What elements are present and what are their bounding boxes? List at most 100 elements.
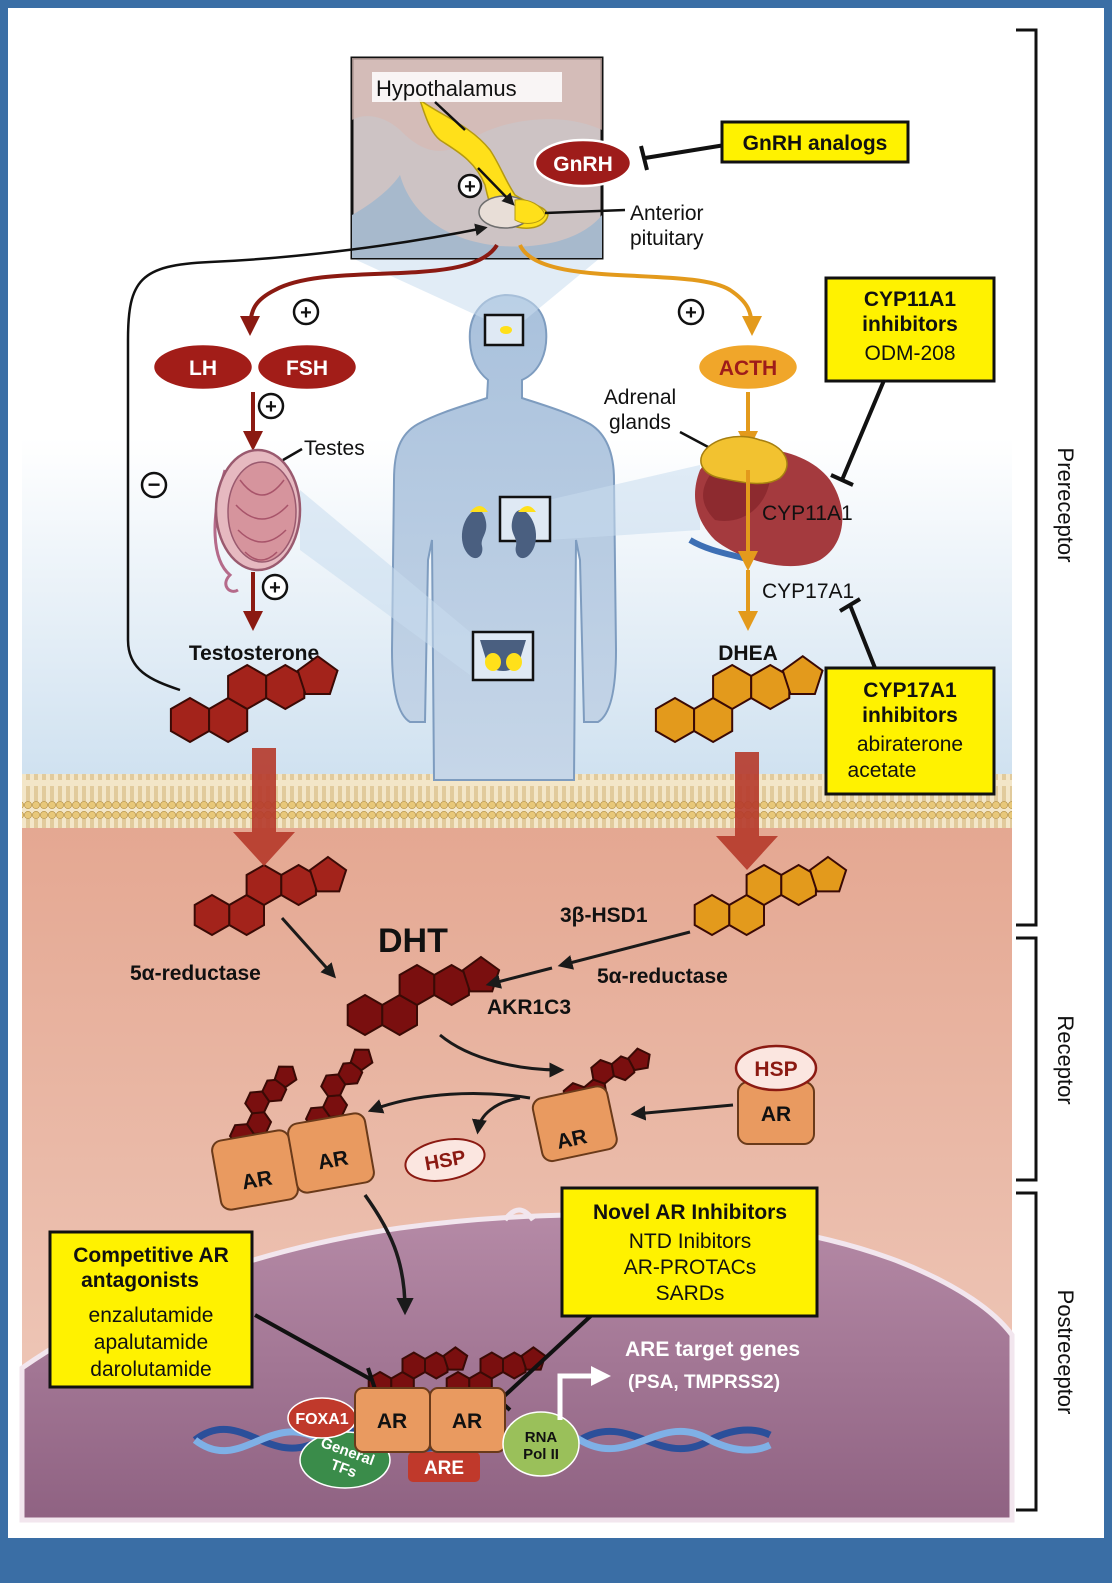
novel-item-3: SARDs <box>656 1282 725 1305</box>
dht-label: DHT <box>378 922 448 960</box>
pituitary-dot-icon <box>500 326 512 334</box>
nuclear-right-dht-molecule-ring-4 <box>502 1351 527 1380</box>
competitive-box-title-2: antagonists <box>81 1269 199 1292</box>
ar-nuclear-right-block <box>429 1387 506 1453</box>
dimer-to-nucleus-arrow <box>363 1193 414 1316</box>
adrenal-left-icon <box>470 506 488 512</box>
testosterone-intracellular-molecule-ring-4 <box>280 863 317 907</box>
gnrh-to-pituitary-arrow <box>477 167 515 206</box>
gnrh-analogs-inhibitor-line <box>639 143 726 171</box>
dht-molecule-ring-3 <box>398 963 436 1007</box>
dimer-right-dht-molecule-ring-4 <box>337 1061 364 1086</box>
dimer-left-dht-molecule-ring-5 <box>273 1065 298 1089</box>
acth-oval <box>696 342 800 392</box>
adrenal-right-icon <box>518 506 536 512</box>
anterior-pituitary-label-1: Anterior <box>630 202 704 225</box>
cyp17a1-box-title-1: CYP17A1 <box>863 679 957 702</box>
testosterone-intracellular-molecule <box>193 855 348 937</box>
fsh-oval <box>255 342 359 392</box>
dht-to-ar-arrow <box>439 1033 565 1078</box>
novel-item-2: AR-PROTACs <box>624 1256 757 1279</box>
cyp17a1-box-drug-1: abiraterone <box>857 733 963 756</box>
dhea-intracellular-molecule <box>693 855 848 937</box>
testosterone-to-dht-arrow <box>280 916 337 979</box>
dhea-intracellular-molecule-ring-3 <box>745 863 783 907</box>
cyp17a1-enzyme-label: CYP17A1 <box>762 580 854 603</box>
testosterone-intracellular-molecule-ring-1 <box>193 893 231 937</box>
competitive-drug-1: enzalutamide <box>89 1304 214 1327</box>
hsp-cap-label: HSP <box>754 1058 797 1081</box>
pituitary-to-lh-arrow <box>240 243 499 336</box>
testosterone-intracellular-molecule-ring-3 <box>245 863 283 907</box>
hypothalamus-leader <box>434 101 466 131</box>
dhea-molecule-ring-3 <box>712 663 753 711</box>
cyp17a1-box-title-2: inhibitors <box>862 704 958 727</box>
cyp11a1-box-title-2: inhibitors <box>862 313 958 336</box>
ar-nuclear-left-label: AR <box>377 1410 407 1433</box>
nuclear-left-dht-molecule-ring-4 <box>424 1351 449 1380</box>
dhea-label: DHEA <box>718 642 778 665</box>
receptor-bracket <box>1016 936 1038 1182</box>
rna-pol-label-2: Pol II <box>523 1446 559 1463</box>
kidney-left-icon <box>461 510 487 559</box>
ar-bound-dht-molecule-ring-4 <box>610 1055 636 1082</box>
cyp17a1-inhibitors-box <box>824 666 996 796</box>
lh-label: LH <box>189 357 217 380</box>
adrenal-label-2: glands <box>609 411 671 434</box>
ar-to-dimer-arrow <box>367 1092 531 1114</box>
ar-dimer-left-label: AR <box>240 1167 274 1195</box>
competitive-antagonists-box <box>48 1230 254 1389</box>
testes-plus-text: + <box>265 396 277 418</box>
gnrh-oval <box>533 138 633 188</box>
acth-plus-text: + <box>685 302 697 324</box>
hsp-free-oval <box>404 1138 486 1182</box>
lh-oval <box>151 342 255 392</box>
minus-text: − <box>148 472 161 497</box>
dhea-molecule-ring-1 <box>654 696 696 744</box>
cyp11a1-box-drug: ODM-208 <box>864 342 955 365</box>
acth-plus-sign <box>677 298 705 326</box>
prereceptor-label: Prereceptor <box>1053 448 1078 563</box>
brain-plus-text: + <box>464 176 476 198</box>
dhea-molecule <box>654 654 824 744</box>
testosterone-molecule-ring-1 <box>169 696 211 744</box>
acth-label: ACTH <box>719 357 777 380</box>
are-element <box>408 1452 480 1482</box>
cyp11a1-box-title-1: CYP11A1 <box>864 288 957 311</box>
cyp11a1-enzyme-label: CYP11A1 <box>762 502 853 525</box>
pituitary-leader <box>544 208 626 215</box>
hsp-cap <box>734 1044 818 1092</box>
nuclear-left-dht-molecule-ring-5 <box>442 1346 469 1371</box>
cyp17a1-box-drug-2: acetate <box>848 759 917 782</box>
fsh-label: FSH <box>286 357 328 380</box>
novel-ar-inhibitors-box <box>560 1186 819 1318</box>
lh-plus-sign <box>292 298 320 326</box>
hypothalamus-label: Hypothalamus <box>376 76 517 101</box>
ar-hsp-bound-label: AR <box>761 1103 791 1126</box>
nuclear-left-dht-molecule-ring-3 <box>401 1351 426 1380</box>
testis-left-dot-icon <box>485 653 501 671</box>
rna-pol-ii-blob <box>502 1411 580 1477</box>
adrenal-gland-illustration <box>688 435 843 567</box>
dhea-intracellular-molecule-ring-5 <box>808 855 848 893</box>
novel-item-1: NTD Inibitors <box>629 1230 752 1253</box>
testosterone-plus-text: + <box>269 577 281 599</box>
minus-sign <box>140 471 168 499</box>
foxa1-label: FOXA1 <box>295 1411 348 1428</box>
testes-plus-sign <box>257 392 285 420</box>
gnrh-analogs-label: GnRH analogs <box>743 132 888 155</box>
adrenal-leader <box>679 430 711 450</box>
testes-leader <box>282 447 303 462</box>
testosterone-membrane-arrow <box>233 748 295 866</box>
dhea-molecule-ring-4 <box>750 663 791 711</box>
dhea-membrane-arrow <box>716 752 778 870</box>
hsp-release-to-ar-arrow <box>630 1103 734 1121</box>
dhea-molecule-ring-5 <box>781 654 824 695</box>
three-beta-hsd1-label: 3β-HSD1 <box>560 904 648 927</box>
postreceptor-bracket <box>1016 1191 1038 1512</box>
cyp11a1-inhibitor-line <box>830 377 887 487</box>
ar-bound-dht-molecule-ring-5 <box>627 1047 651 1072</box>
cyp11a1-inhibitors-box <box>824 276 996 383</box>
anterior-pituitary-label-2: pituitary <box>630 227 704 250</box>
